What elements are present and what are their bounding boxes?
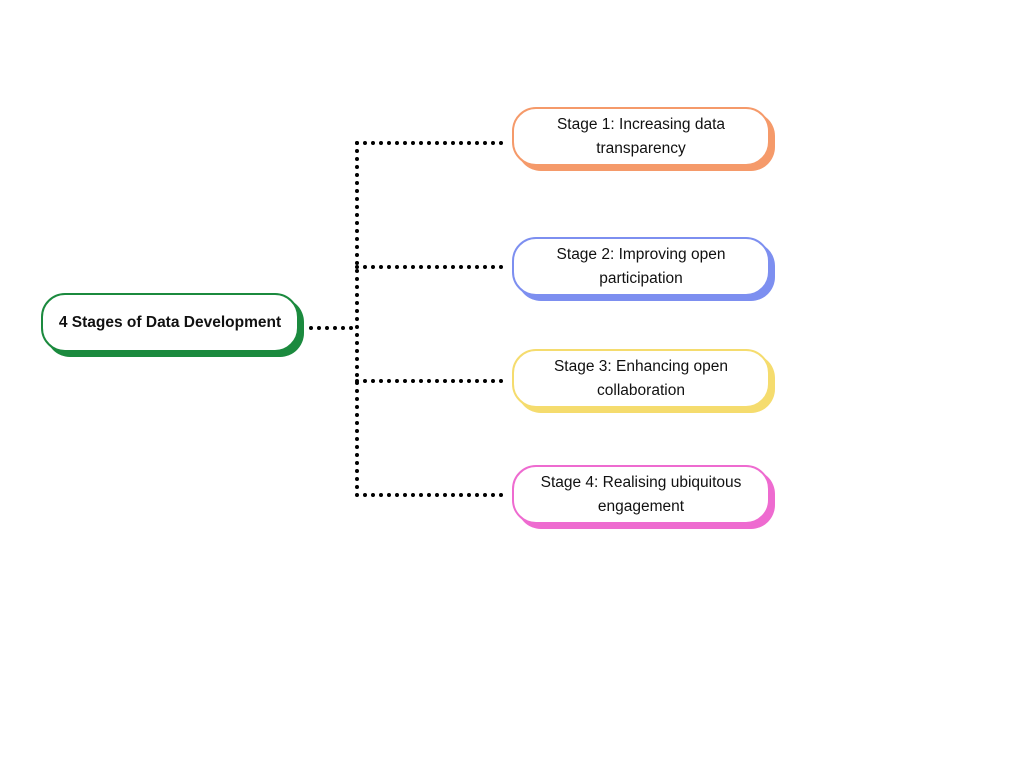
stage-node-3[interactable]: Stage 3: Enhancing open collaboration	[512, 349, 770, 408]
stage-node-1[interactable]: Stage 1: Increasing data transparency	[512, 107, 770, 166]
root-node-label: 4 Stages of Data Development	[58, 313, 282, 331]
stage-node-3-label: Stage 3: Enhancing open collaboration	[553, 357, 729, 399]
stage-node-2-label: Stage 2: Improving open participation	[556, 245, 726, 287]
stage-node-4[interactable]: Stage 4: Realising ubiquitous engagement	[512, 465, 770, 524]
stage-node-2[interactable]: Stage 2: Improving open participation	[512, 237, 770, 296]
stage-node-4-label: Stage 4: Realising ubiquitous engagement	[540, 473, 742, 515]
stage-node-1-label: Stage 1: Increasing data transparency	[556, 115, 726, 157]
root-node[interactable]: 4 Stages of Data Development	[41, 293, 299, 352]
